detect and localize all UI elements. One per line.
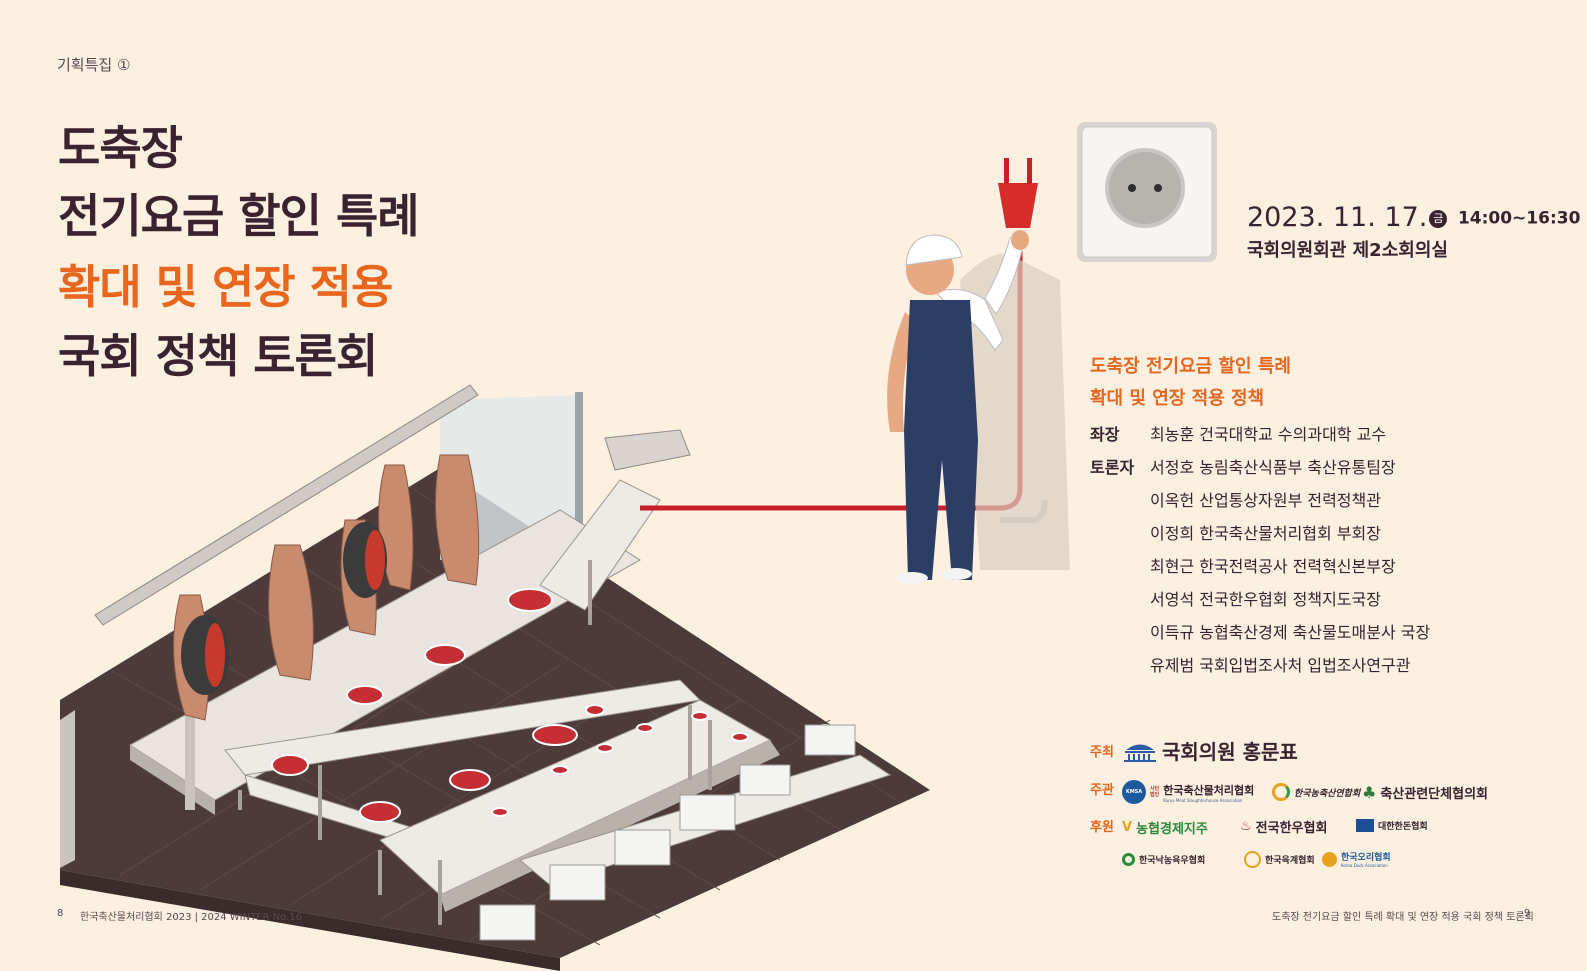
panelist-7: 유제범 국회입법조사처 입법조사연구관 [1150, 656, 1411, 675]
manager-2: 한국농축산연합회 [1272, 783, 1360, 801]
sponsor-6-en: Korea Duck Association [1341, 863, 1388, 868]
panelist-1: 서정호 농림축산식품부 축산유통팀장 [1150, 458, 1396, 477]
sponsor-1-name: 농협경제지주 [1136, 822, 1208, 837]
hanwoo-logo-icon: ♨ [1240, 819, 1252, 834]
sponsor-label: 후원 [1090, 820, 1114, 835]
duck-logo-icon [1322, 851, 1337, 867]
host-label: 주최 [1090, 745, 1114, 760]
host-name: 국회의원 홍문표 [1162, 740, 1298, 764]
sponsor-6-name: 한국오리협회 [1341, 853, 1391, 863]
footer-left-page: 8 [57, 908, 64, 919]
event-time: 14:00~16:30 [1457, 208, 1581, 229]
dairy-logo-icon [1122, 853, 1135, 866]
manager-2-name: 한국농축산연합회 [1294, 788, 1361, 799]
sponsor-2: ♨ 전국한우협회 [1240, 817, 1327, 836]
broiler-logo-icon [1244, 851, 1261, 868]
chair-name: 최농훈 건국대학교 수의과대학 교수 [1150, 425, 1387, 444]
title-line-1: 도축장 [58, 121, 183, 175]
title-line-4: 국회 정책 토론회 [58, 329, 378, 383]
sponsor-6: 한국오리협회 Korea Duck Association [1322, 850, 1391, 868]
event-venue: 국회의원회관 제2소회의실 [1247, 240, 1448, 261]
event-date-text: 2023. 11. 17. [1247, 202, 1428, 233]
panelist-4: 최현근 한국전력공사 전력혁신본부장 [1150, 557, 1396, 576]
sponsor-4: 한국낙농육우협회 [1122, 853, 1205, 866]
manager-1-name: 한국축산물처리협회 [1163, 783, 1255, 797]
manager-3-name: 축산관련단체협의회 [1380, 787, 1488, 802]
manager-1-en: Korea Meat Slaughterhouse Association [1163, 797, 1243, 803]
title-line-3: 확대 및 연장 적용 [58, 260, 393, 314]
sponsor-5-name: 한국육계협회 [1265, 856, 1315, 866]
panelist-6: 이득규 농협축산경제 축산물도매분사 국장 [1150, 623, 1431, 642]
panel-label: 토론자 [1090, 458, 1135, 477]
panelist-3: 이정희 한국축산물처리협회 부회장 [1150, 524, 1381, 543]
chair-label: 좌장 [1090, 425, 1120, 444]
section-tag: 기획특집 ① [57, 56, 131, 74]
topic-line-1: 도축장 전기요금 할인 특례 [1090, 356, 1291, 377]
kmsa-logo-icon: KMSA [1122, 780, 1146, 804]
sponsor-2-name: 전국한우협회 [1255, 821, 1328, 836]
nh-logo-icon: V [1122, 820, 1133, 835]
handon-logo-icon [1356, 819, 1374, 832]
event-date: 2023. 11. 17.금 14:00~16:30 [1247, 202, 1580, 233]
national-assembly-icon [1124, 744, 1156, 762]
panelist-2: 이옥헌 산업통상자원부 전력정책관 [1150, 491, 1381, 510]
sponsor-4-name: 한국낙농육우협회 [1139, 856, 1206, 866]
footer-left-text: 한국축산물처리협회 2023 | 2024 WINTER·No.16 [80, 912, 302, 923]
title-line-2: 전기요금 할인 특례 [58, 189, 420, 243]
livestock-council-icon: ♣ [1362, 783, 1377, 802]
footer-right-text: 도축장 전기요금 할인 특례 확대 및 연장 적용 국회 정책 토론회 [1272, 912, 1534, 923]
nongchuk-logo-icon [1272, 783, 1290, 801]
sponsor-5: 한국육계협회 [1244, 851, 1315, 868]
sponsor-3-name: 대한한돈협회 [1378, 822, 1428, 832]
footer-right-page: 9 [1524, 908, 1531, 919]
topic-line-2: 확대 및 연장 적용 정책 [1090, 388, 1265, 409]
host: 국회의원 홍문표 [1122, 736, 1298, 765]
sponsor-1: V 농협경제지주 [1122, 818, 1208, 837]
manage-label: 주관 [1090, 783, 1114, 798]
manager-3: ♣ 축산관련단체협의회 [1362, 783, 1488, 802]
manager-1-prefix: 사단 법인 [1150, 786, 1160, 798]
event-day-badge: 금 [1429, 209, 1448, 228]
panelist-5: 서영석 전국한우협회 정책지도국장 [1150, 590, 1381, 609]
sponsor-3: 대한한돈협회 [1356, 819, 1428, 832]
manager-1: KMSA 사단 법인 한국축산물처리협회 Korea Meat Slaughte… [1122, 780, 1254, 804]
